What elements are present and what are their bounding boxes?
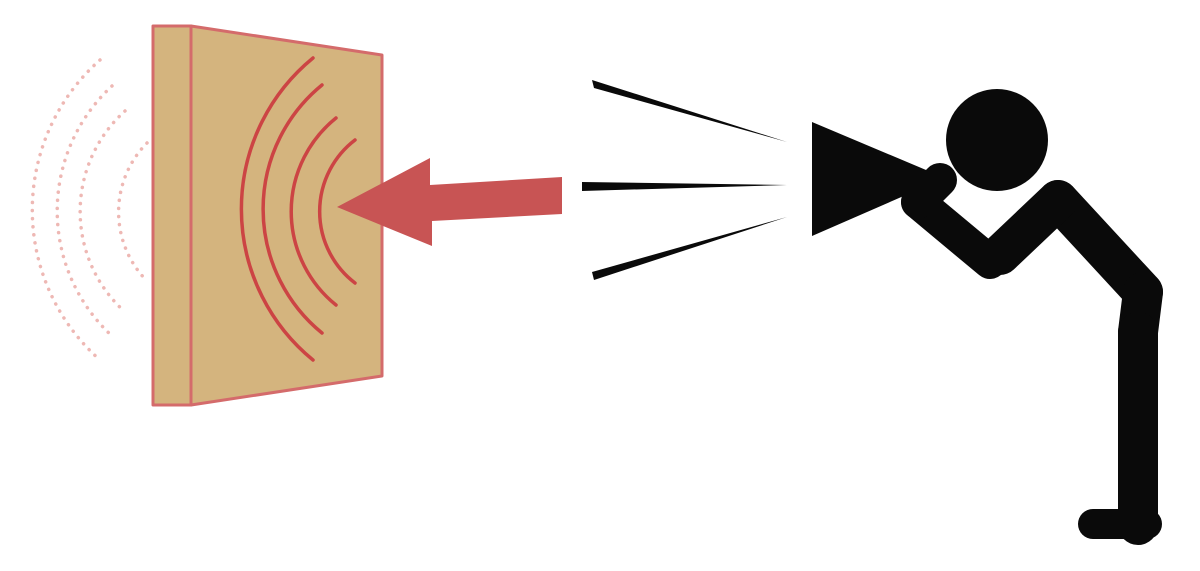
transmitted-wave-1	[116, 141, 149, 283]
arrow-left-icon	[337, 158, 562, 246]
transmitted-wave-2	[78, 109, 127, 314]
megaphone-bell	[812, 122, 945, 236]
person-shoulder	[980, 180, 1078, 275]
person-icon	[901, 89, 1163, 545]
panel-waves	[239, 56, 357, 362]
wall-panel-icon	[151, 24, 384, 407]
panel-wave-3	[261, 83, 324, 335]
sound-line-middle	[582, 182, 787, 191]
sound-lines	[582, 80, 787, 280]
panel-wave-1	[317, 138, 357, 285]
panel-wave-4	[239, 56, 315, 362]
panel-wave-2	[289, 116, 338, 307]
transmitted-wave-3	[55, 84, 114, 338]
transmitted-wave-4	[30, 58, 102, 362]
person-forearm	[901, 163, 957, 219]
person-head	[946, 89, 1048, 191]
transmitted-waves	[30, 58, 149, 362]
sound-line-bottom	[592, 217, 787, 280]
panel-side	[151, 24, 193, 407]
person-torso	[1038, 180, 1163, 312]
sound-line-top	[592, 80, 787, 142]
